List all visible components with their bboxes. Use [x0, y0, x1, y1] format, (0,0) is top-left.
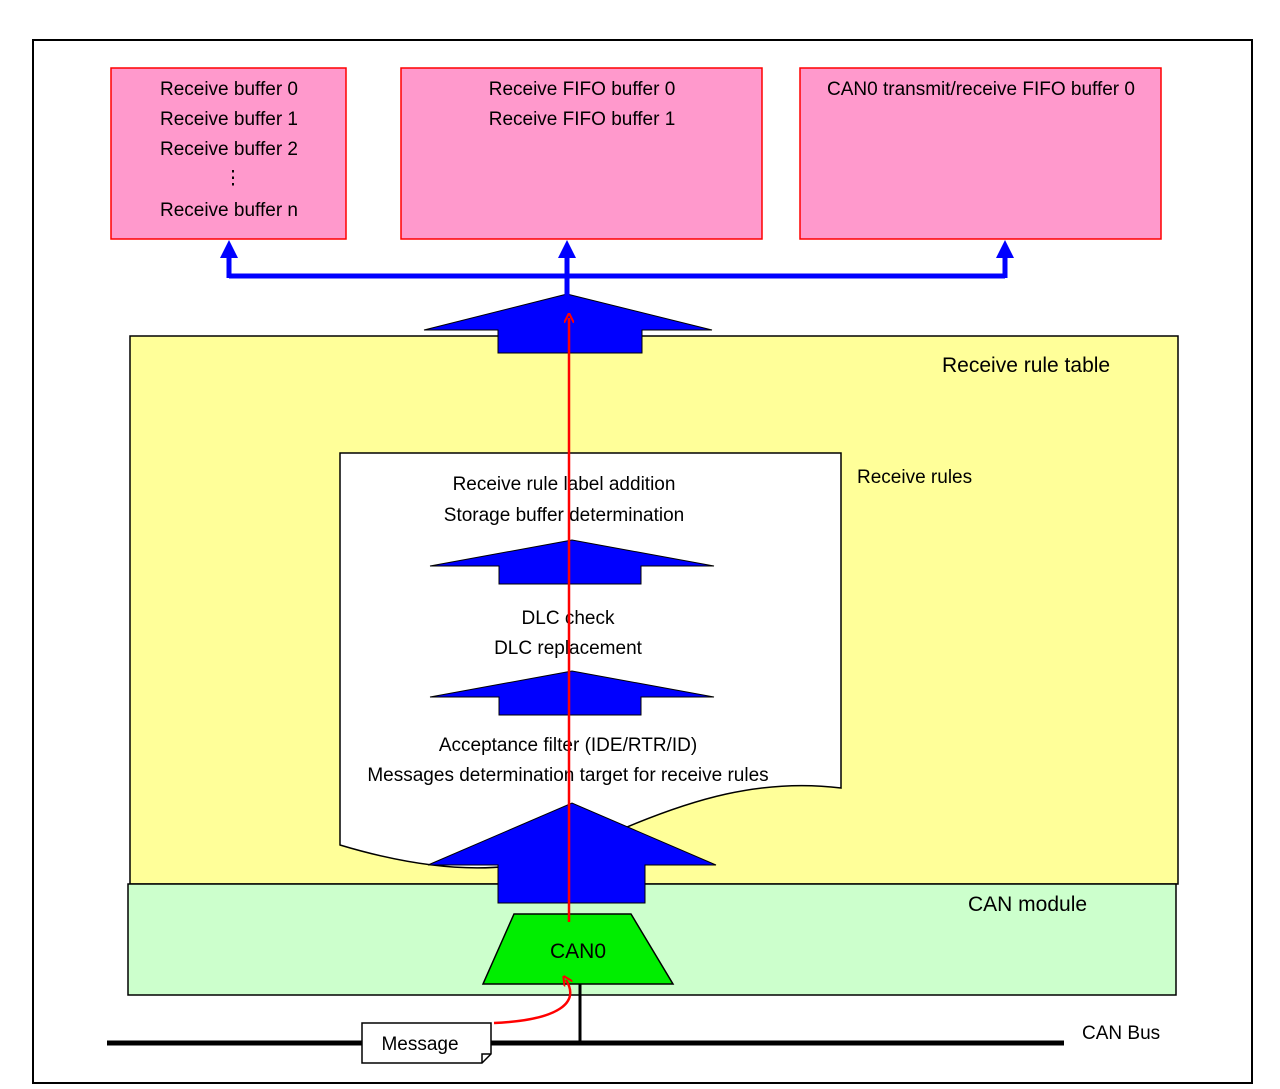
receive-fifo-buffer-0: Receive FIFO buffer 0 [489, 79, 676, 100]
arrowhead-receive-buffers-icon [220, 240, 238, 258]
receive-buffer-n: Receive buffer n [160, 200, 298, 221]
arrowhead-receive-fifo-icon [558, 240, 576, 258]
receive-fifo-buffers-box [400, 67, 763, 240]
receive-rules-label: Receive rules [857, 467, 972, 488]
stage-top-line-1: Receive rule label addition [453, 474, 676, 495]
can-module-label: CAN module [968, 893, 1087, 916]
receive-buffer-1: Receive buffer 1 [160, 109, 298, 130]
block-arrow-upper-icon [429, 539, 715, 585]
can-bus-label: CAN Bus [1082, 1023, 1160, 1044]
receive-buffer-0: Receive buffer 0 [160, 79, 298, 100]
distribution-lines [226, 258, 1008, 296]
arrowhead-txrx-fifo-icon [996, 240, 1014, 258]
message-note [361, 1022, 492, 1064]
block-arrow-input-icon [427, 802, 717, 904]
txrx-fifo-buffers-box [799, 67, 1162, 240]
receive-buffer-ellipsis: ⋮ [224, 168, 243, 189]
receive-buffer-2: Receive buffer 2 [160, 139, 298, 160]
can0-label: CAN0 [550, 940, 606, 963]
can0-node [481, 913, 675, 985]
stage-top-line-2: Storage buffer determination [444, 505, 684, 526]
message-label: Message [381, 1034, 458, 1055]
can-module [127, 883, 1177, 996]
receive-fifo-buffer-1: Receive FIFO buffer 1 [489, 109, 676, 130]
txrx-fifo-buffer-0: CAN0 transmit/receive FIFO buffer 0 [827, 79, 1135, 100]
message-note-corner [481, 1053, 491, 1063]
block-arrow-lower-icon [429, 670, 715, 716]
message-path-curve [493, 980, 570, 1025]
receive-buffers-box [110, 67, 347, 240]
receive-rule-table-label: Receive rule table [942, 354, 1110, 377]
